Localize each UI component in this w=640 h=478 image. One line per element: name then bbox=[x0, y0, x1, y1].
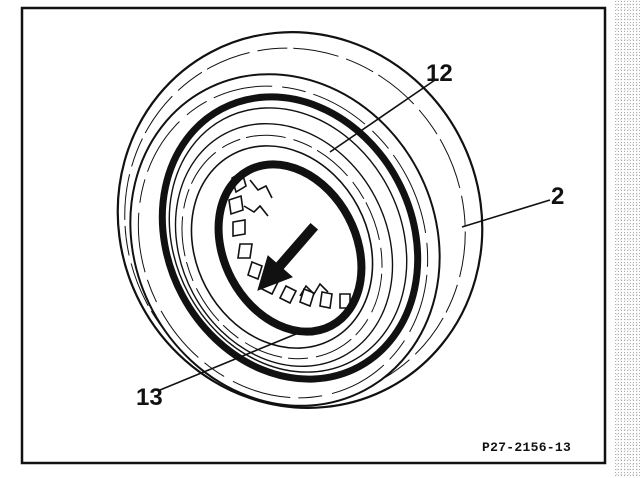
callout-2: 2 bbox=[551, 183, 565, 210]
housing-cylinder-line bbox=[137, 85, 429, 399]
callout-13: 13 bbox=[136, 384, 163, 411]
scan-stipple-edge bbox=[614, 0, 640, 478]
seal-ring-12 bbox=[158, 93, 422, 383]
figure-frame bbox=[20, 6, 607, 465]
figure-code: P27-2156-13 bbox=[482, 440, 572, 455]
leader-12 bbox=[329, 79, 436, 153]
leader-13 bbox=[159, 333, 297, 391]
leader-2 bbox=[461, 199, 551, 228]
face-ring-1 bbox=[174, 122, 394, 368]
face-ring-3 bbox=[190, 145, 374, 349]
callout-12: 12 bbox=[426, 60, 453, 87]
face-ring-2 bbox=[181, 134, 383, 360]
direction-arrow bbox=[257, 222, 319, 291]
leader-lines bbox=[159, 79, 551, 391]
